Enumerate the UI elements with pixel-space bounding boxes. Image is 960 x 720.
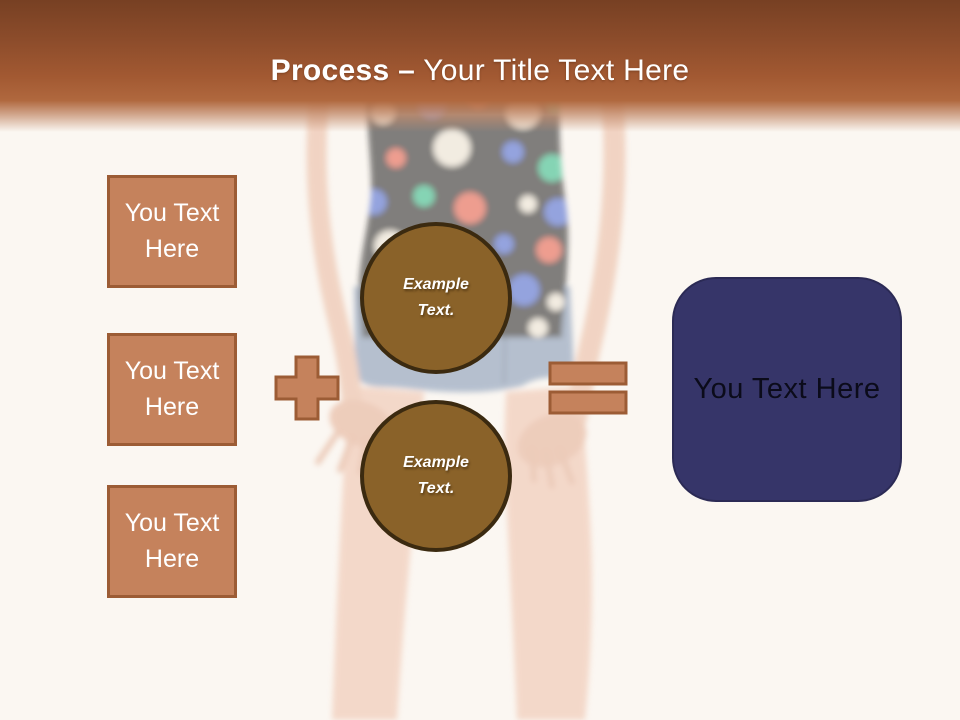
placeholder-box-2-label: You Text Here bbox=[124, 357, 220, 421]
result-box[interactable]: You Text Here bbox=[672, 277, 902, 502]
placeholder-box-1-label: You Text Here bbox=[124, 199, 220, 263]
equals-icon[interactable] bbox=[546, 359, 632, 417]
example-circle-1[interactable]: Example Text. bbox=[360, 222, 512, 374]
placeholder-box-2[interactable]: You Text Here bbox=[107, 333, 237, 446]
title-regular-text: Your Title Text Here bbox=[423, 54, 690, 87]
example-circle-2[interactable]: Example Text. bbox=[360, 400, 512, 552]
placeholder-box-1[interactable]: You Text Here bbox=[107, 175, 237, 288]
title-bold-text: Process – bbox=[270, 54, 416, 87]
result-box-label: You Text Here bbox=[693, 373, 881, 405]
example-circle-1-label: Example Text. bbox=[403, 275, 469, 319]
header-band: Process – Your Title Text Here bbox=[0, 0, 960, 132]
placeholder-box-3[interactable]: You Text Here bbox=[107, 485, 237, 598]
example-circle-2-label: Example Text. bbox=[403, 453, 469, 497]
plus-icon[interactable] bbox=[272, 353, 342, 423]
placeholder-box-3-label: You Text Here bbox=[124, 509, 220, 573]
slide-title[interactable]: Process – Your Title Text Here bbox=[0, 54, 960, 88]
